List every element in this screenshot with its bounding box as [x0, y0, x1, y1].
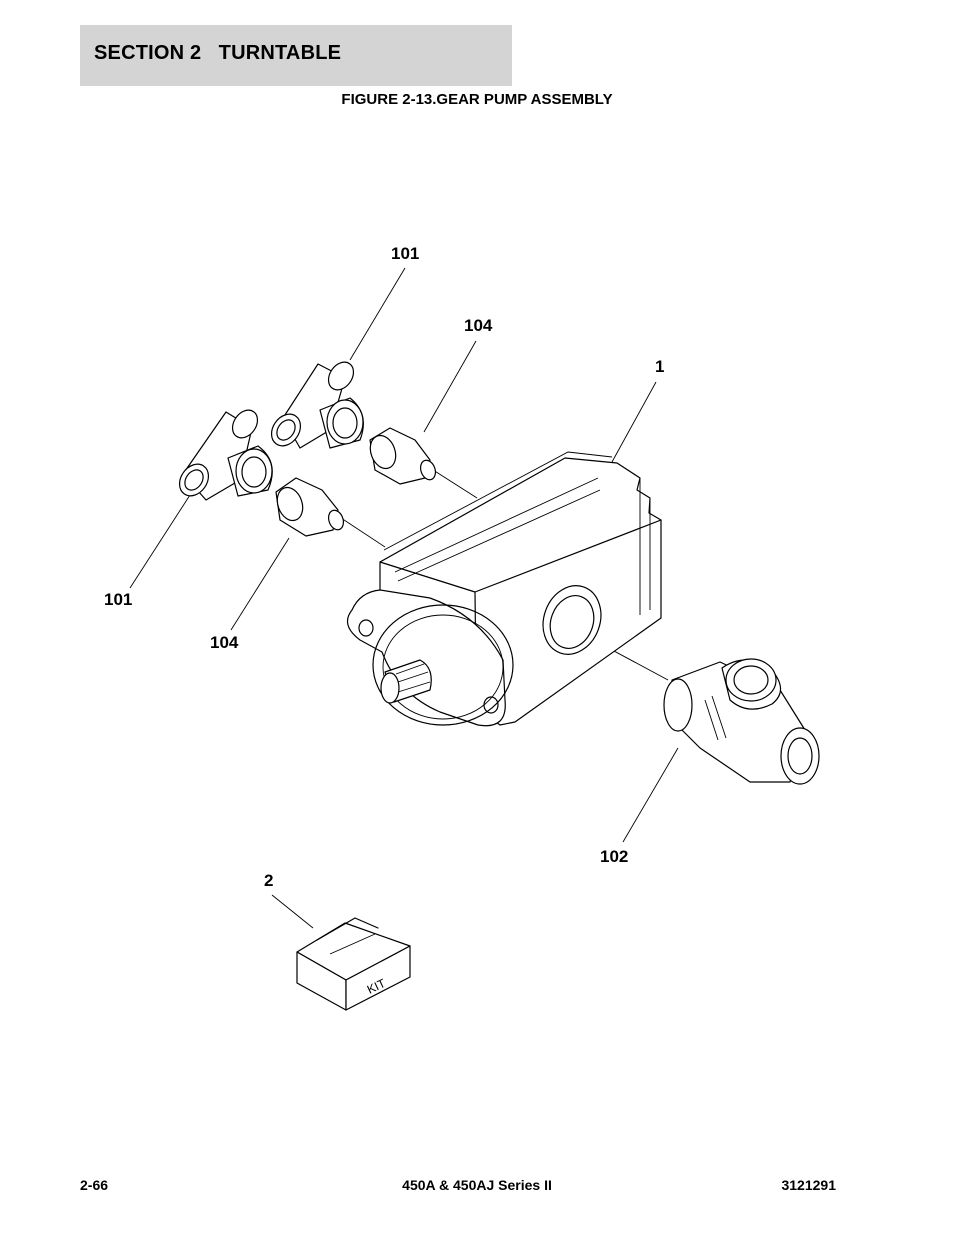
adapter-fitting-top — [369, 427, 437, 485]
callout-1: 1 — [655, 357, 665, 376]
callout-102: 102 — [600, 847, 629, 866]
tee-fitting-right — [663, 658, 820, 785]
figure-title: FIGURE 2-13.GEAR PUMP ASSEMBLY — [341, 91, 613, 108]
footer-model: 450A & 450AJ Series II — [402, 1177, 552, 1193]
footer-page-number: 2-66 — [80, 1177, 109, 1193]
adapter-fitting-left — [275, 477, 345, 537]
tee-fitting-top — [270, 361, 364, 449]
callout-2: 2 — [264, 871, 274, 890]
footer-doc-number: 3121291 — [781, 1177, 836, 1193]
section-title: SECTION 2 TURNTABLE — [94, 42, 342, 64]
callout-104-top: 104 — [464, 316, 493, 335]
callout-101-top: 101 — [391, 244, 420, 263]
callout-104-left: 104 — [210, 633, 239, 652]
callout-101-left: 101 — [104, 590, 133, 609]
tee-fitting-left — [178, 409, 273, 501]
section-header: SECTION 2 TURNTABLE — [80, 25, 512, 86]
gear-pump-body — [346, 451, 662, 727]
kit-box: KIT — [296, 917, 411, 1011]
